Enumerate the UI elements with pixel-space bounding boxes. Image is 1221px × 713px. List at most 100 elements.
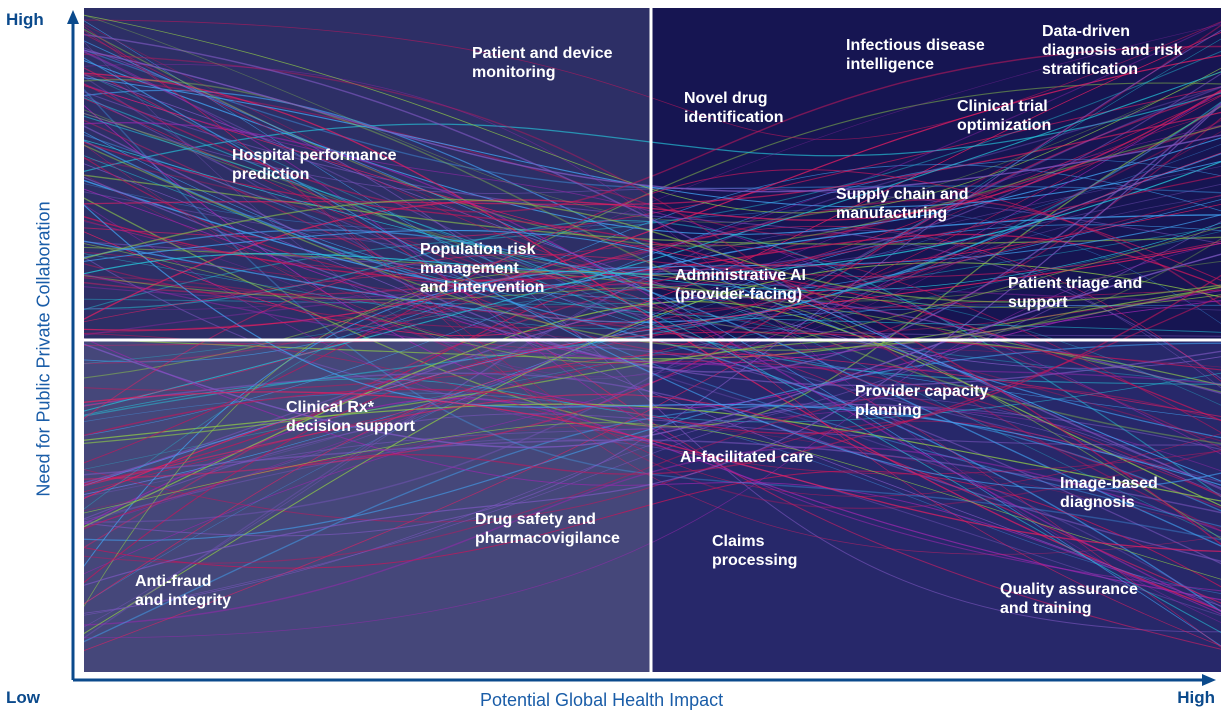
x-axis-title: Potential Global Health Impact xyxy=(480,690,724,710)
decorative-curve xyxy=(84,398,1221,601)
decorative-curve xyxy=(84,231,1221,470)
x-axis-low-label: Low xyxy=(6,688,40,707)
label-claims-processing: Claims processing xyxy=(712,533,798,569)
decorative-curve xyxy=(84,300,1221,528)
decorative-curve xyxy=(84,420,1221,523)
label-image-based-diagnosis: Image-based diagnosis xyxy=(1060,475,1158,511)
decorative-curve xyxy=(84,404,1221,614)
decorative-curve xyxy=(84,152,1221,651)
decorative-curve xyxy=(84,50,1221,592)
x-axis-high-label: High xyxy=(1177,688,1215,707)
decorative-curve xyxy=(84,397,1221,616)
label-administrative-ai: Administrative AI (provider-facing) xyxy=(675,267,806,303)
label-hospital-performance-prediction: Hospital performance prediction xyxy=(232,147,397,183)
y-axis-high-label: High xyxy=(6,10,44,29)
decorative-curve xyxy=(84,225,1221,407)
decorative-curve xyxy=(84,53,1221,532)
decorative-curve xyxy=(84,57,1221,490)
decorative-curve xyxy=(84,272,1221,485)
decorative-curve xyxy=(84,88,1221,541)
decorative-curve xyxy=(84,271,1221,647)
label-quality-assurance-training: Quality assurance and training xyxy=(1000,581,1138,617)
decorative-curve xyxy=(84,179,1221,288)
decorative-curve xyxy=(84,29,1221,537)
decorative-curve xyxy=(84,403,1221,502)
label-anti-fraud-integrity: Anti-fraud and integrity xyxy=(135,573,232,609)
decorative-curve xyxy=(84,33,1221,310)
label-provider-capacity-planning: Provider capacity planning xyxy=(855,383,989,419)
decorative-curve xyxy=(84,103,1221,586)
decorative-curve xyxy=(84,386,1221,564)
decorative-curve xyxy=(84,392,1221,594)
decorative-curve xyxy=(84,183,1221,271)
decorative-curve xyxy=(84,131,1221,299)
decorative-curve xyxy=(84,21,1221,299)
decorative-curve xyxy=(84,242,1221,639)
decorative-curve xyxy=(84,274,1221,437)
decorative-curve xyxy=(84,139,1221,292)
decorative-curve xyxy=(84,393,1221,604)
label-clinical-trial-optimization: Clinical trial optimization xyxy=(957,98,1052,134)
decorative-curve xyxy=(84,229,1221,547)
y-axis-arrowhead xyxy=(67,10,79,24)
decorative-curve xyxy=(84,76,1221,608)
decorative-curve xyxy=(84,224,1221,495)
decorative-curve xyxy=(84,229,1221,482)
decorative-curve xyxy=(84,111,1221,349)
decorative-curve xyxy=(84,124,1221,528)
decorative-curve xyxy=(84,92,1221,173)
decorative-curve xyxy=(84,338,1221,648)
decorative-curve xyxy=(84,14,1221,223)
decorative-curve xyxy=(84,204,1221,486)
decorative-curve xyxy=(84,346,1221,565)
decorative-curve xyxy=(84,23,1221,300)
decorative-curve xyxy=(84,391,1221,552)
decorative-curve xyxy=(84,67,1221,650)
label-infectious-disease-intelligence: Infectious disease intelligence xyxy=(846,37,985,73)
decorative-curve xyxy=(84,41,1221,380)
decorative-curve xyxy=(84,194,1221,329)
decorative-curve xyxy=(84,60,1221,235)
decorative-curve xyxy=(84,28,1221,247)
decorative-curve xyxy=(84,141,1221,546)
decorative-curve xyxy=(84,104,1221,410)
decorative-curve xyxy=(84,115,1221,634)
decorative-curve xyxy=(84,169,1221,464)
decorative-curve xyxy=(84,14,1221,214)
quadrant-plot: Patient and device monitoring Hospital p… xyxy=(84,8,1221,672)
label-patient-triage-support: Patient triage and support xyxy=(1008,275,1143,311)
label-ai-facilitated-care: AI-facilitated care xyxy=(680,449,814,466)
decorative-curve xyxy=(84,38,1221,329)
decorative-curve xyxy=(84,121,1221,612)
decorative-curve xyxy=(84,203,1221,472)
decorative-curve xyxy=(84,105,1221,378)
decorative-curve xyxy=(84,49,1221,193)
x-axis-arrowhead xyxy=(1202,674,1216,686)
decorative-curve xyxy=(84,251,1221,334)
decorative-curve xyxy=(84,286,1221,360)
decorative-curve xyxy=(84,90,1221,575)
decorative-curve xyxy=(84,166,1221,523)
decorative-curve xyxy=(84,262,1221,635)
decorative-curve xyxy=(84,161,1221,275)
decorative-curve xyxy=(84,198,1221,306)
label-clinical-rx-decision-support: Clinical Rx* decision support xyxy=(286,399,415,435)
decorative-curve xyxy=(84,274,1221,540)
decorative-curve xyxy=(84,226,1221,305)
label-population-risk-management: Population risk management and intervent… xyxy=(420,241,545,296)
label-novel-drug-identification: Novel drug identification xyxy=(684,90,784,126)
decorative-curve xyxy=(84,295,1221,530)
decorative-curve xyxy=(84,139,1221,613)
decorative-curve xyxy=(84,333,1221,475)
decorative-curve xyxy=(84,134,1221,527)
decorative-curve xyxy=(84,33,1221,489)
decorative-curve xyxy=(84,163,1221,607)
decorative-curve xyxy=(84,111,1221,206)
label-data-driven-diagnosis: Data-driven diagnosis and risk stratific… xyxy=(1042,23,1183,78)
quadrant-bottom-right xyxy=(651,340,1221,672)
decorative-curve xyxy=(84,72,1221,612)
label-patient-device-monitoring: Patient and device monitoring xyxy=(472,45,613,81)
decorative-curve xyxy=(84,102,1221,373)
decorative-curve xyxy=(84,219,1221,434)
